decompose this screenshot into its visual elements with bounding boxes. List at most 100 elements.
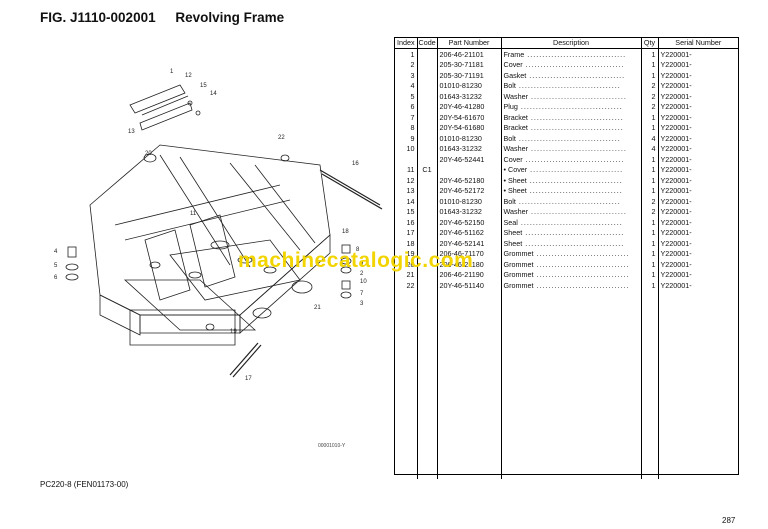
leader-dots: ............................... bbox=[526, 186, 623, 195]
row-part-number: 01010-81230 bbox=[437, 133, 502, 144]
row-part-number: 20Y-54-61670 bbox=[437, 112, 502, 123]
row-index: 18 bbox=[395, 238, 418, 249]
row-description: Grommet ............................... bbox=[501, 269, 642, 280]
svg-text:13: 13 bbox=[128, 129, 135, 135]
row-qty: 1 bbox=[641, 164, 659, 175]
leader-dots: ................................ bbox=[526, 70, 626, 80]
row-part-number: 20Y-46-52441 bbox=[437, 154, 502, 165]
description-text: Bracket bbox=[503, 123, 528, 132]
row-qty: 2 bbox=[641, 80, 659, 91]
row-part-number: 206-46-21180 bbox=[437, 259, 502, 270]
svg-text:1: 1 bbox=[170, 69, 174, 75]
leader-dots: ................................ bbox=[528, 207, 627, 216]
col-code: Code bbox=[417, 38, 438, 49]
description-text: • Sheet bbox=[503, 186, 527, 195]
description-text: Bolt bbox=[503, 196, 516, 206]
leader-dots: ................................ bbox=[528, 144, 627, 153]
row-description: Bolt .................................. bbox=[501, 80, 642, 91]
row-qty: 1 bbox=[641, 280, 659, 291]
svg-text:2: 2 bbox=[360, 271, 364, 277]
row-part-number: 01643-31232 bbox=[437, 206, 502, 217]
row-qty: 1 bbox=[641, 154, 659, 165]
row-serial-number: Y220001- bbox=[660, 175, 692, 185]
row-qty: 2 bbox=[641, 101, 659, 112]
col-part-number: Part Number bbox=[437, 38, 502, 49]
row-description: Washer ................................ bbox=[501, 143, 642, 154]
row-description: • Sheet ............................... bbox=[501, 185, 642, 196]
row-qty: 1 bbox=[641, 70, 659, 81]
row-description: • Cover ............................... bbox=[501, 164, 642, 175]
leader-dots: ................................. bbox=[522, 60, 625, 69]
row-serial-number: Y220001- bbox=[660, 112, 692, 122]
row-code bbox=[417, 238, 438, 249]
row-index: 12 bbox=[395, 175, 418, 186]
row-qty: 1 bbox=[641, 217, 659, 228]
row-description: • Sheet ............................... bbox=[501, 175, 642, 186]
row-serial-number: Y220001- bbox=[660, 70, 692, 80]
description-text: Cover bbox=[503, 60, 523, 69]
col-description: Description bbox=[501, 38, 642, 49]
svg-text:10: 10 bbox=[360, 279, 367, 285]
description-text: Cover bbox=[503, 154, 523, 164]
row-description: Sheet ................................. bbox=[501, 227, 642, 238]
description-text: Grommet bbox=[503, 280, 534, 290]
row-serial-number: Y220001- bbox=[660, 186, 692, 195]
row-serial-number: Y220001- bbox=[660, 49, 692, 59]
row-part-number: 20Y-54-61680 bbox=[437, 122, 502, 133]
row-part-number: 206-46-21101 bbox=[437, 48, 502, 60]
row-index: 7 bbox=[395, 112, 418, 123]
svg-text:4: 4 bbox=[54, 249, 58, 255]
row-part-number: 206-46-21190 bbox=[437, 269, 502, 280]
leader-dots: ............................... bbox=[533, 280, 630, 290]
parts-table-frame: Index Code Part Number Description Qty S… bbox=[394, 37, 739, 479]
description-text: Grommet bbox=[503, 249, 534, 258]
filler-cell bbox=[437, 290, 502, 479]
col-index: Index bbox=[395, 38, 418, 49]
row-part-number: 20Y-46-41280 bbox=[437, 101, 502, 112]
leader-dots: .................................. bbox=[515, 133, 621, 143]
grommets bbox=[143, 153, 313, 331]
filler-cell bbox=[641, 290, 659, 479]
row-qty: 1 bbox=[641, 227, 659, 238]
parts-table: Index Code Part Number Description Qty S… bbox=[395, 38, 738, 479]
row-index: 5 bbox=[395, 91, 418, 102]
row-index bbox=[395, 154, 418, 165]
table-header-row: Index Code Part Number Description Qty S… bbox=[395, 38, 738, 49]
row-qty: 1 bbox=[641, 48, 659, 60]
row-part-number: 20Y-46-52180 bbox=[437, 175, 502, 186]
row-code bbox=[417, 154, 438, 165]
row-part-number: 20Y-46-51162 bbox=[437, 227, 502, 238]
leader-dots: ............................... bbox=[533, 249, 630, 258]
description-text: Bolt bbox=[503, 81, 516, 90]
row-description: Grommet ............................... bbox=[501, 280, 642, 291]
row-qty: 4 bbox=[641, 143, 659, 154]
row-qty: 1 bbox=[641, 122, 659, 133]
row-index: 10 bbox=[395, 143, 418, 154]
figure-heading: FIG. J1110-002001 Revolving Frame bbox=[40, 10, 284, 25]
leader-dots: ................................ bbox=[528, 91, 627, 101]
row-description: Grommet ............................... bbox=[501, 248, 642, 259]
filler-cell bbox=[501, 290, 642, 479]
row-index: 20 bbox=[395, 259, 418, 270]
seal-rod bbox=[319, 169, 383, 210]
row-part-number: 01010-81230 bbox=[437, 196, 502, 207]
description-text: Seal bbox=[503, 217, 518, 227]
row-index: 9 bbox=[395, 133, 418, 144]
col-serial-number: Serial Number bbox=[658, 38, 738, 49]
row-code: C1 bbox=[417, 164, 438, 175]
